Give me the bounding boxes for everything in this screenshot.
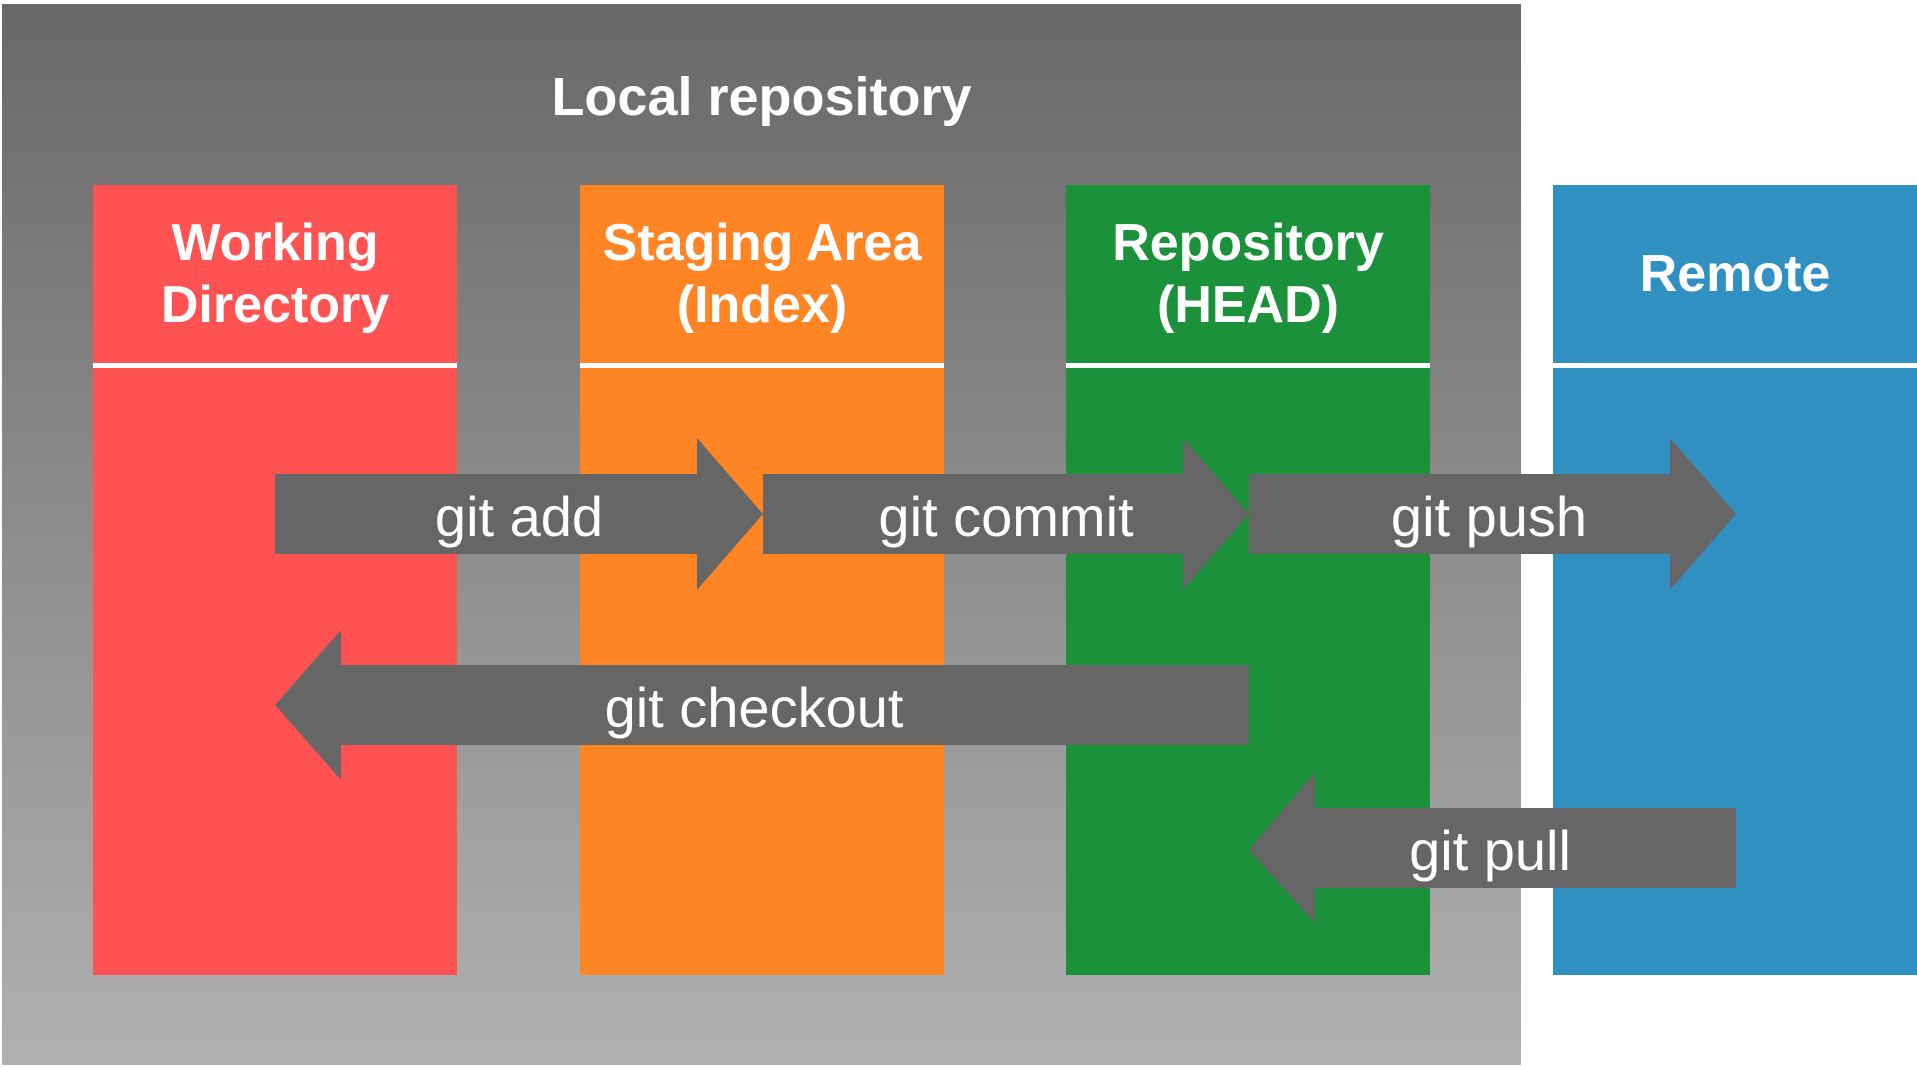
git-add-arrow: git add [275, 438, 763, 590]
staging-area-header: Staging Area (Index) [580, 185, 944, 363]
git-add-label: git add [435, 485, 603, 548]
git-pull-arrow: git pull [1249, 772, 1736, 923]
git-checkout-label: git checkout [605, 676, 904, 739]
working-directory-title-line1: Working [171, 214, 379, 272]
remote-title: Remote [1639, 245, 1831, 303]
git-commit-arrow: git commit [763, 438, 1249, 590]
working-directory-column: Working Directory [93, 185, 457, 975]
git-add-arrow-shape [275, 438, 763, 590]
staging-area-title-line2: (Index) [676, 276, 848, 334]
staging-area-title-line1: Staging Area [602, 214, 922, 272]
git-pull-label: git pull [1409, 819, 1571, 882]
repository-divider [1066, 363, 1430, 368]
repository-title-line2: (HEAD) [1157, 276, 1339, 334]
staging-area-column: Staging Area (Index) [580, 185, 944, 975]
git-commit-arrow-shape [763, 438, 1249, 590]
working-directory-divider [93, 363, 457, 368]
git-checkout-arrow-shape [275, 630, 1249, 780]
git-pull-arrow-shape [1249, 772, 1736, 923]
local-repository-title: Local repository [551, 67, 972, 127]
remote-header: Remote [1553, 185, 1917, 363]
working-directory-header: Working Directory [93, 185, 457, 363]
git-push-label: git push [1391, 485, 1587, 548]
working-directory-title-line2: Directory [160, 276, 390, 334]
git-push-arrow: git push [1249, 438, 1736, 590]
git-checkout-arrow: git checkout [275, 630, 1249, 780]
remote-divider [1553, 363, 1917, 368]
repository-header: Repository (HEAD) [1066, 185, 1430, 363]
repository-title-line1: Repository [1112, 214, 1384, 272]
staging-area-divider [580, 363, 944, 368]
git-commit-label: git commit [878, 485, 1134, 548]
git-push-arrow-shape [1249, 438, 1736, 590]
